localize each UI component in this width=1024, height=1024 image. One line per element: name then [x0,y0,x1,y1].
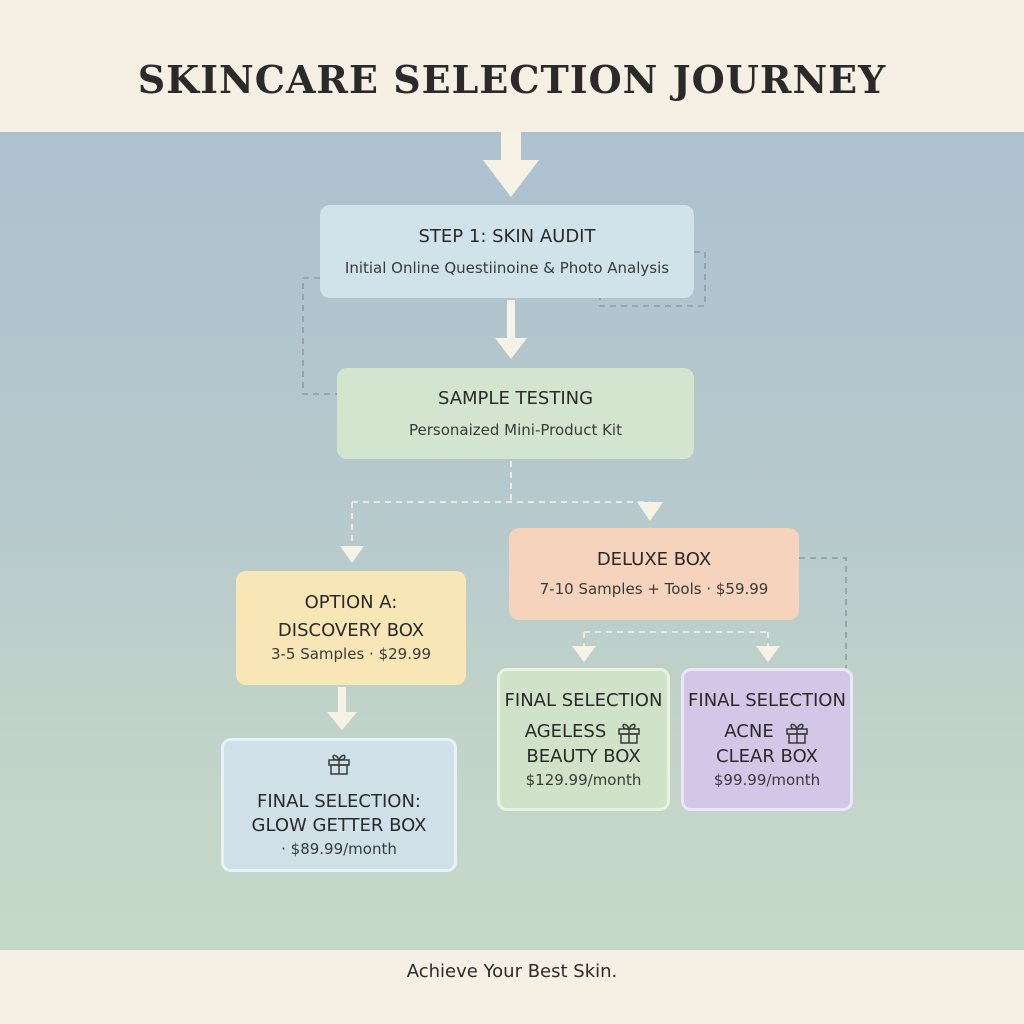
glow-label: FINAL SELECTION: [257,791,421,812]
step-skin-audit-title: STEP 1: SKIN AUDIT [418,225,596,247]
option-a-name: DISCOVERY BOX [277,620,425,641]
step-sample-testing-subtitle: Personaized Mini-Product Kit [409,420,622,439]
header-band: SKINCARE SELECTION JOURNEY [0,0,1024,132]
step-deluxe-box-title: DELUXE BOX [596,549,712,570]
step-deluxe-box: DELUXE BOX 7-10 Samples + Tools · $59.99 [509,528,799,620]
ageless-name-2: BEAUTY BOX [526,745,641,767]
step-option-a-discovery: OPTION A: DISCOVERY BOX 3-5 Samples · $2… [236,571,466,685]
final-ageless-beauty-box: FINAL SELECTION AGELESS BEAUTY BOX $129.… [497,668,670,811]
step-skin-audit: STEP 1: SKIN AUDIT Initial Online Questi… [320,205,694,298]
step-sample-testing-title: SAMPLE TESTING [437,387,594,409]
option-a-subtitle: 3-5 Samples · $29.99 [270,645,432,663]
acne-name-1: ACNE [724,720,774,742]
gift-icon [618,723,641,744]
ageless-name-1: AGELESS [524,720,607,742]
ageless-label: FINAL SELECTION [504,689,663,711]
step-deluxe-box-subtitle: 7-10 Samples + Tools · $59.99 [539,580,769,598]
gift-icon [785,723,808,744]
glow-price: · $89.99/month [281,840,397,858]
page-title: SKINCARE SELECTION JOURNEY [137,57,887,102]
ageless-price: $129.99/month [525,770,642,789]
acne-name-2: CLEAR BOX [716,745,818,767]
acne-label: FINAL SELECTION [688,689,846,711]
footer-band [0,950,1024,1024]
final-glow-getter-box: FINAL SELECTION: GLOW GETTER BOX · $89.9… [221,738,457,872]
final-acne-clear-box: FINAL SELECTION ACNE CLEAR BOX $99.99/mo… [681,668,853,811]
acne-price: $99.99/month [713,770,821,789]
option-a-label: OPTION A: [304,592,398,613]
glow-name: GLOW GETTER BOX [251,815,427,836]
step-skin-audit-subtitle: Initial Online Questiinoine & Photo Anal… [344,258,670,277]
step-sample-testing: SAMPLE TESTING Personaized Mini-Product … [337,368,694,459]
footer-tagline: Achieve Your Best Skin. [406,961,618,982]
gift-icon [328,754,350,775]
